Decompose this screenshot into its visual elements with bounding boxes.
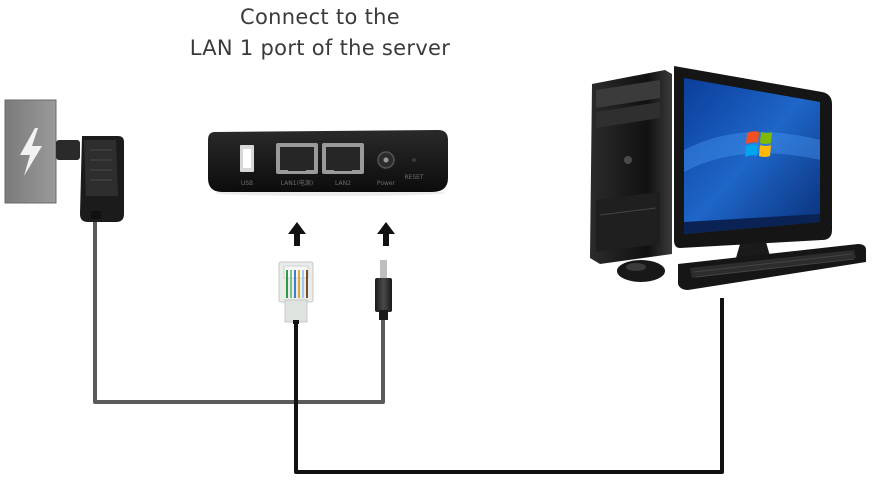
dc-plug-icon [375, 260, 392, 320]
arrow-up-icon [377, 222, 395, 246]
lan1-port [276, 143, 318, 174]
mini-server-icon: USB LAN1(电源) LAN2 Power RESET [208, 130, 448, 196]
lan2-port [322, 143, 364, 174]
power-cable [93, 215, 385, 404]
port-label-reset: RESET [404, 174, 424, 181]
port-label-power: Power [377, 180, 396, 187]
power-adapter-icon [56, 136, 124, 222]
caption-line-1: Connect to the [240, 5, 400, 29]
port-label-lan2: LAN2 [335, 180, 351, 187]
rj45-connector-icon [278, 261, 314, 324]
port-label-usb: USB [241, 180, 253, 187]
reset-hole [412, 158, 416, 162]
port-label-lan1: LAN1(电源) [281, 179, 314, 187]
lightning-bolt-icon [4, 99, 57, 204]
desktop-pc-icon [590, 66, 866, 290]
power-jack [377, 151, 395, 169]
arrow-up-icon [288, 222, 306, 246]
caption-line-2: LAN 1 port of the server [189, 36, 451, 60]
lan-cable [294, 298, 724, 474]
